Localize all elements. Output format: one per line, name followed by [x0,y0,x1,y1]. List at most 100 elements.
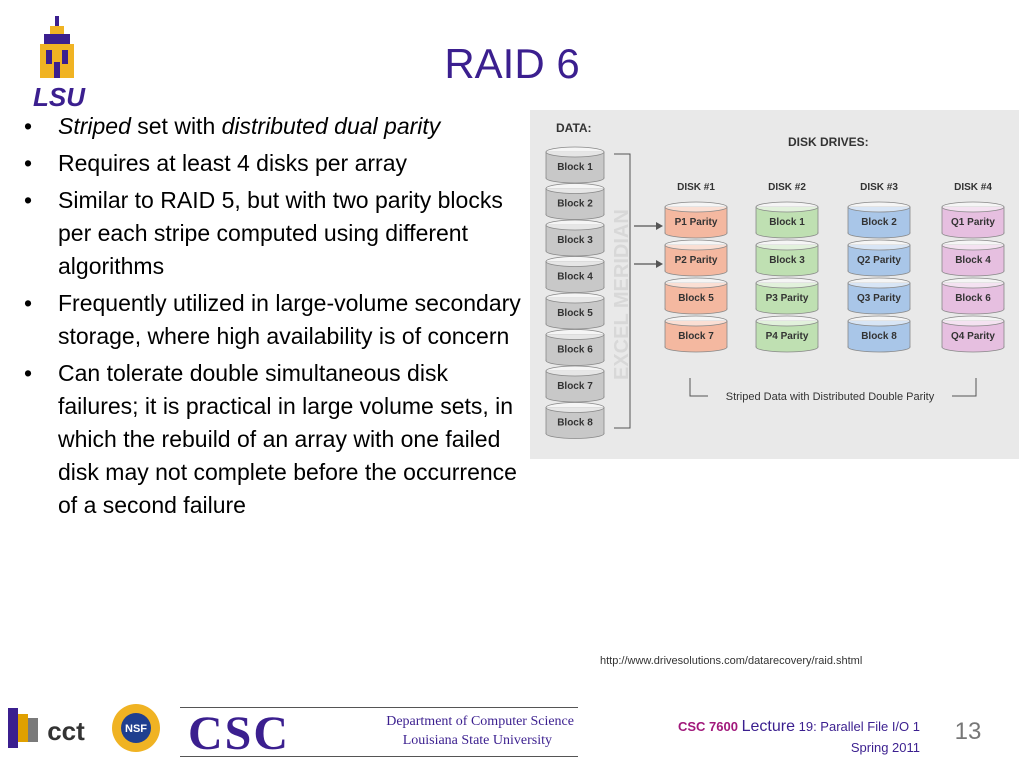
block-label: Q3 Parity [857,293,901,304]
lsu-logo: LSU [33,16,86,110]
disk-cell: Block 5 [664,277,728,315]
bullet-item: Similar to RAID 5, but with two parity b… [24,184,524,283]
block-label: Block 3 [557,235,593,246]
diagram-caption: Striped Data with Distributed Double Par… [726,391,935,403]
disk-cell: Block 6 [941,277,1005,315]
disk-name: DISK #1 [677,182,715,193]
block-label: Block 3 [769,255,805,266]
disk-name: DISK #4 [954,182,992,193]
csc-banner: CSC Department of Computer Science Louis… [180,707,578,760]
bullet-text: set with [130,113,222,139]
block-label: P3 Parity [766,293,809,304]
course-word: Lecture [741,718,795,735]
disk-column: DISK #2 Block 1 Block 3 P3 Parity P4 Parity [755,182,819,353]
bullet-item: Requires at least 4 disks per array [24,147,524,180]
bullet-text: Similar to RAID 5, but with two parity b… [58,187,503,279]
bullet-text: distributed dual parity [221,113,441,139]
block-label: Block 2 [557,199,593,210]
bullet-text: Frequently utilized in large-volume seco… [58,290,521,349]
disk-cell: P1 Parity [664,201,728,239]
block-label: Block 5 [678,293,714,304]
block-label: Block 6 [955,293,991,304]
data-block: Block 7 [545,365,605,403]
bullet-list: Striped set with distributed dual parity… [24,110,524,526]
block-label: P1 Parity [675,217,718,228]
disk-cell: Block 3 [755,239,819,277]
disk-cell: Q4 Parity [941,315,1005,353]
data-arrows [634,222,663,268]
source-url: http://www.drivesolutions.com/datarecove… [600,655,863,667]
disk-cell: P2 Parity [664,239,728,277]
disk-cell: Block 1 [755,201,819,239]
data-block: Block 1 [545,146,605,184]
bullet-text: Requires at least 4 disks per array [58,150,407,176]
block-label: Q2 Parity [857,255,901,266]
department-name: Department of Computer Science [386,714,574,729]
block-label: Block 8 [861,331,897,342]
disk-cell: Block 2 [847,201,911,239]
disk-cell: Block 4 [941,239,1005,277]
block-label: Block 2 [861,217,897,228]
course-code: CSC 7600 [678,719,738,734]
lsu-tower-icon [40,16,74,78]
block-label: Block 1 [557,162,593,173]
block-label: Block 1 [769,217,805,228]
arrow-icon [634,222,663,230]
lsu-wordmark: LSU [33,82,86,110]
data-label: DATA: [556,121,592,135]
lecture-title: 19: Parallel File I/O 1 [798,719,920,734]
cct-text: cct [47,716,85,746]
cct-logo: cct [8,708,85,748]
bullet-item: Frequently utilized in large-volume seco… [24,287,524,353]
term-line: Spring 2011 [850,740,920,755]
disk-cell: P4 Parity [755,315,819,353]
block-label: P2 Parity [675,255,718,266]
block-label: Block 7 [678,331,714,342]
bullet-item: Striped set with distributed dual parity [24,110,524,143]
disk-cell: Q2 Parity [847,239,911,277]
bullet-text: Can tolerate double simultaneous disk fa… [58,360,517,518]
watermark: EXCEL MERIDIAN [611,209,633,380]
nsf-logo: NSF [112,704,160,752]
university-name: Louisiana State University [402,733,552,748]
arrow-icon [634,260,663,268]
raid6-diagram: DATA: DISK DRIVES: Block 1 Block 2 Block 3… [530,110,1019,459]
course-line: CSC 7600 Lecture 19: Parallel File I/O 1 [600,718,920,736]
data-block: Block 4 [545,256,605,293]
block-label: Q4 Parity [951,331,995,342]
data-block: Block 5 [545,292,605,330]
disk-cell: Q1 Parity [941,201,1005,239]
disk-name: DISK #3 [860,182,898,193]
data-block: Block 3 [545,219,605,257]
data-bracket [614,153,631,429]
block-label: Block 6 [557,345,593,356]
block-label: Block 4 [557,272,593,283]
page-number: 13 [954,718,982,745]
footer-logos: cct NSF [8,704,160,752]
disk-drives-label: DISK DRIVES: [788,135,869,149]
disk-cell: Block 7 [664,315,728,353]
data-block-stack: Block 1 Block 2 Block 3 Block 4 Block 5 Block… [545,146,605,439]
disk-cell: Q3 Parity [847,277,911,315]
caption-bracket [689,378,977,397]
data-block: Block 6 [545,329,605,366]
data-block: Block 2 [545,183,605,220]
slide-title: RAID 6 [444,40,580,87]
disk-name: DISK #2 [768,182,806,193]
nsf-text: NSF [125,723,147,735]
block-label: Block 5 [557,308,593,319]
data-block: Block 8 [545,402,605,439]
block-label: Block 7 [557,381,593,392]
block-label: Block 8 [557,418,593,429]
block-label: P4 Parity [766,331,809,342]
bullet-text: Striped [58,113,131,139]
disk-cell: Block 8 [847,315,911,353]
block-label: Q1 Parity [951,217,995,228]
bullet-item: Can tolerate double simultaneous disk fa… [24,357,524,522]
block-label: Block 4 [955,255,991,266]
disk-cell: P3 Parity [755,277,819,315]
